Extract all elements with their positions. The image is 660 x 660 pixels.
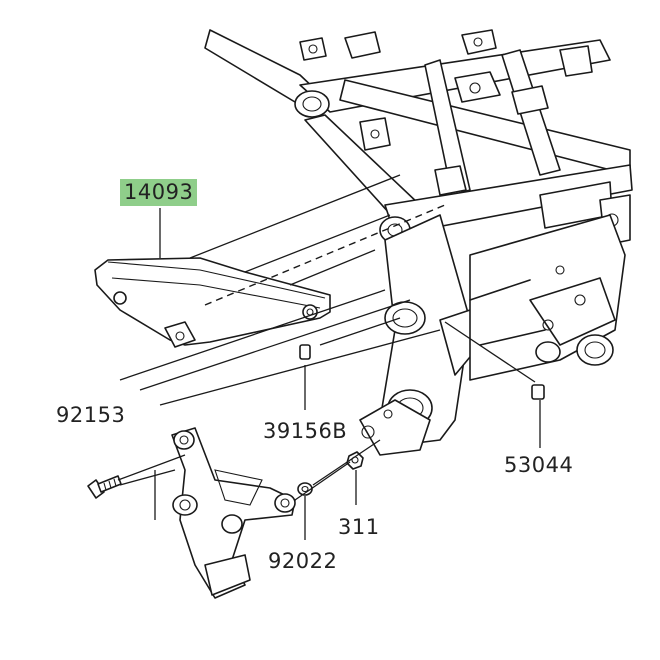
part-number-92022[interactable]: 92022 bbox=[268, 549, 338, 573]
clip-39156B bbox=[299, 344, 311, 360]
chain-guard-14093 bbox=[94, 257, 331, 348]
footpeg-bracket bbox=[171, 427, 296, 599]
part-number-39156B[interactable]: 39156B bbox=[263, 419, 348, 443]
bolt-92153 bbox=[87, 475, 122, 499]
part-number-53044[interactable]: 53044 bbox=[504, 453, 574, 477]
swingarm-bracket bbox=[469, 214, 626, 400]
part-number-14093[interactable]: 14093 bbox=[120, 179, 198, 206]
frame-assembly bbox=[204, 29, 633, 246]
callout-leaders bbox=[159, 208, 541, 540]
part-number-92153[interactable]: 92153 bbox=[56, 403, 126, 427]
part-number-311[interactable]: 311 bbox=[338, 515, 380, 539]
assembly-guide-lines bbox=[117, 174, 536, 520]
